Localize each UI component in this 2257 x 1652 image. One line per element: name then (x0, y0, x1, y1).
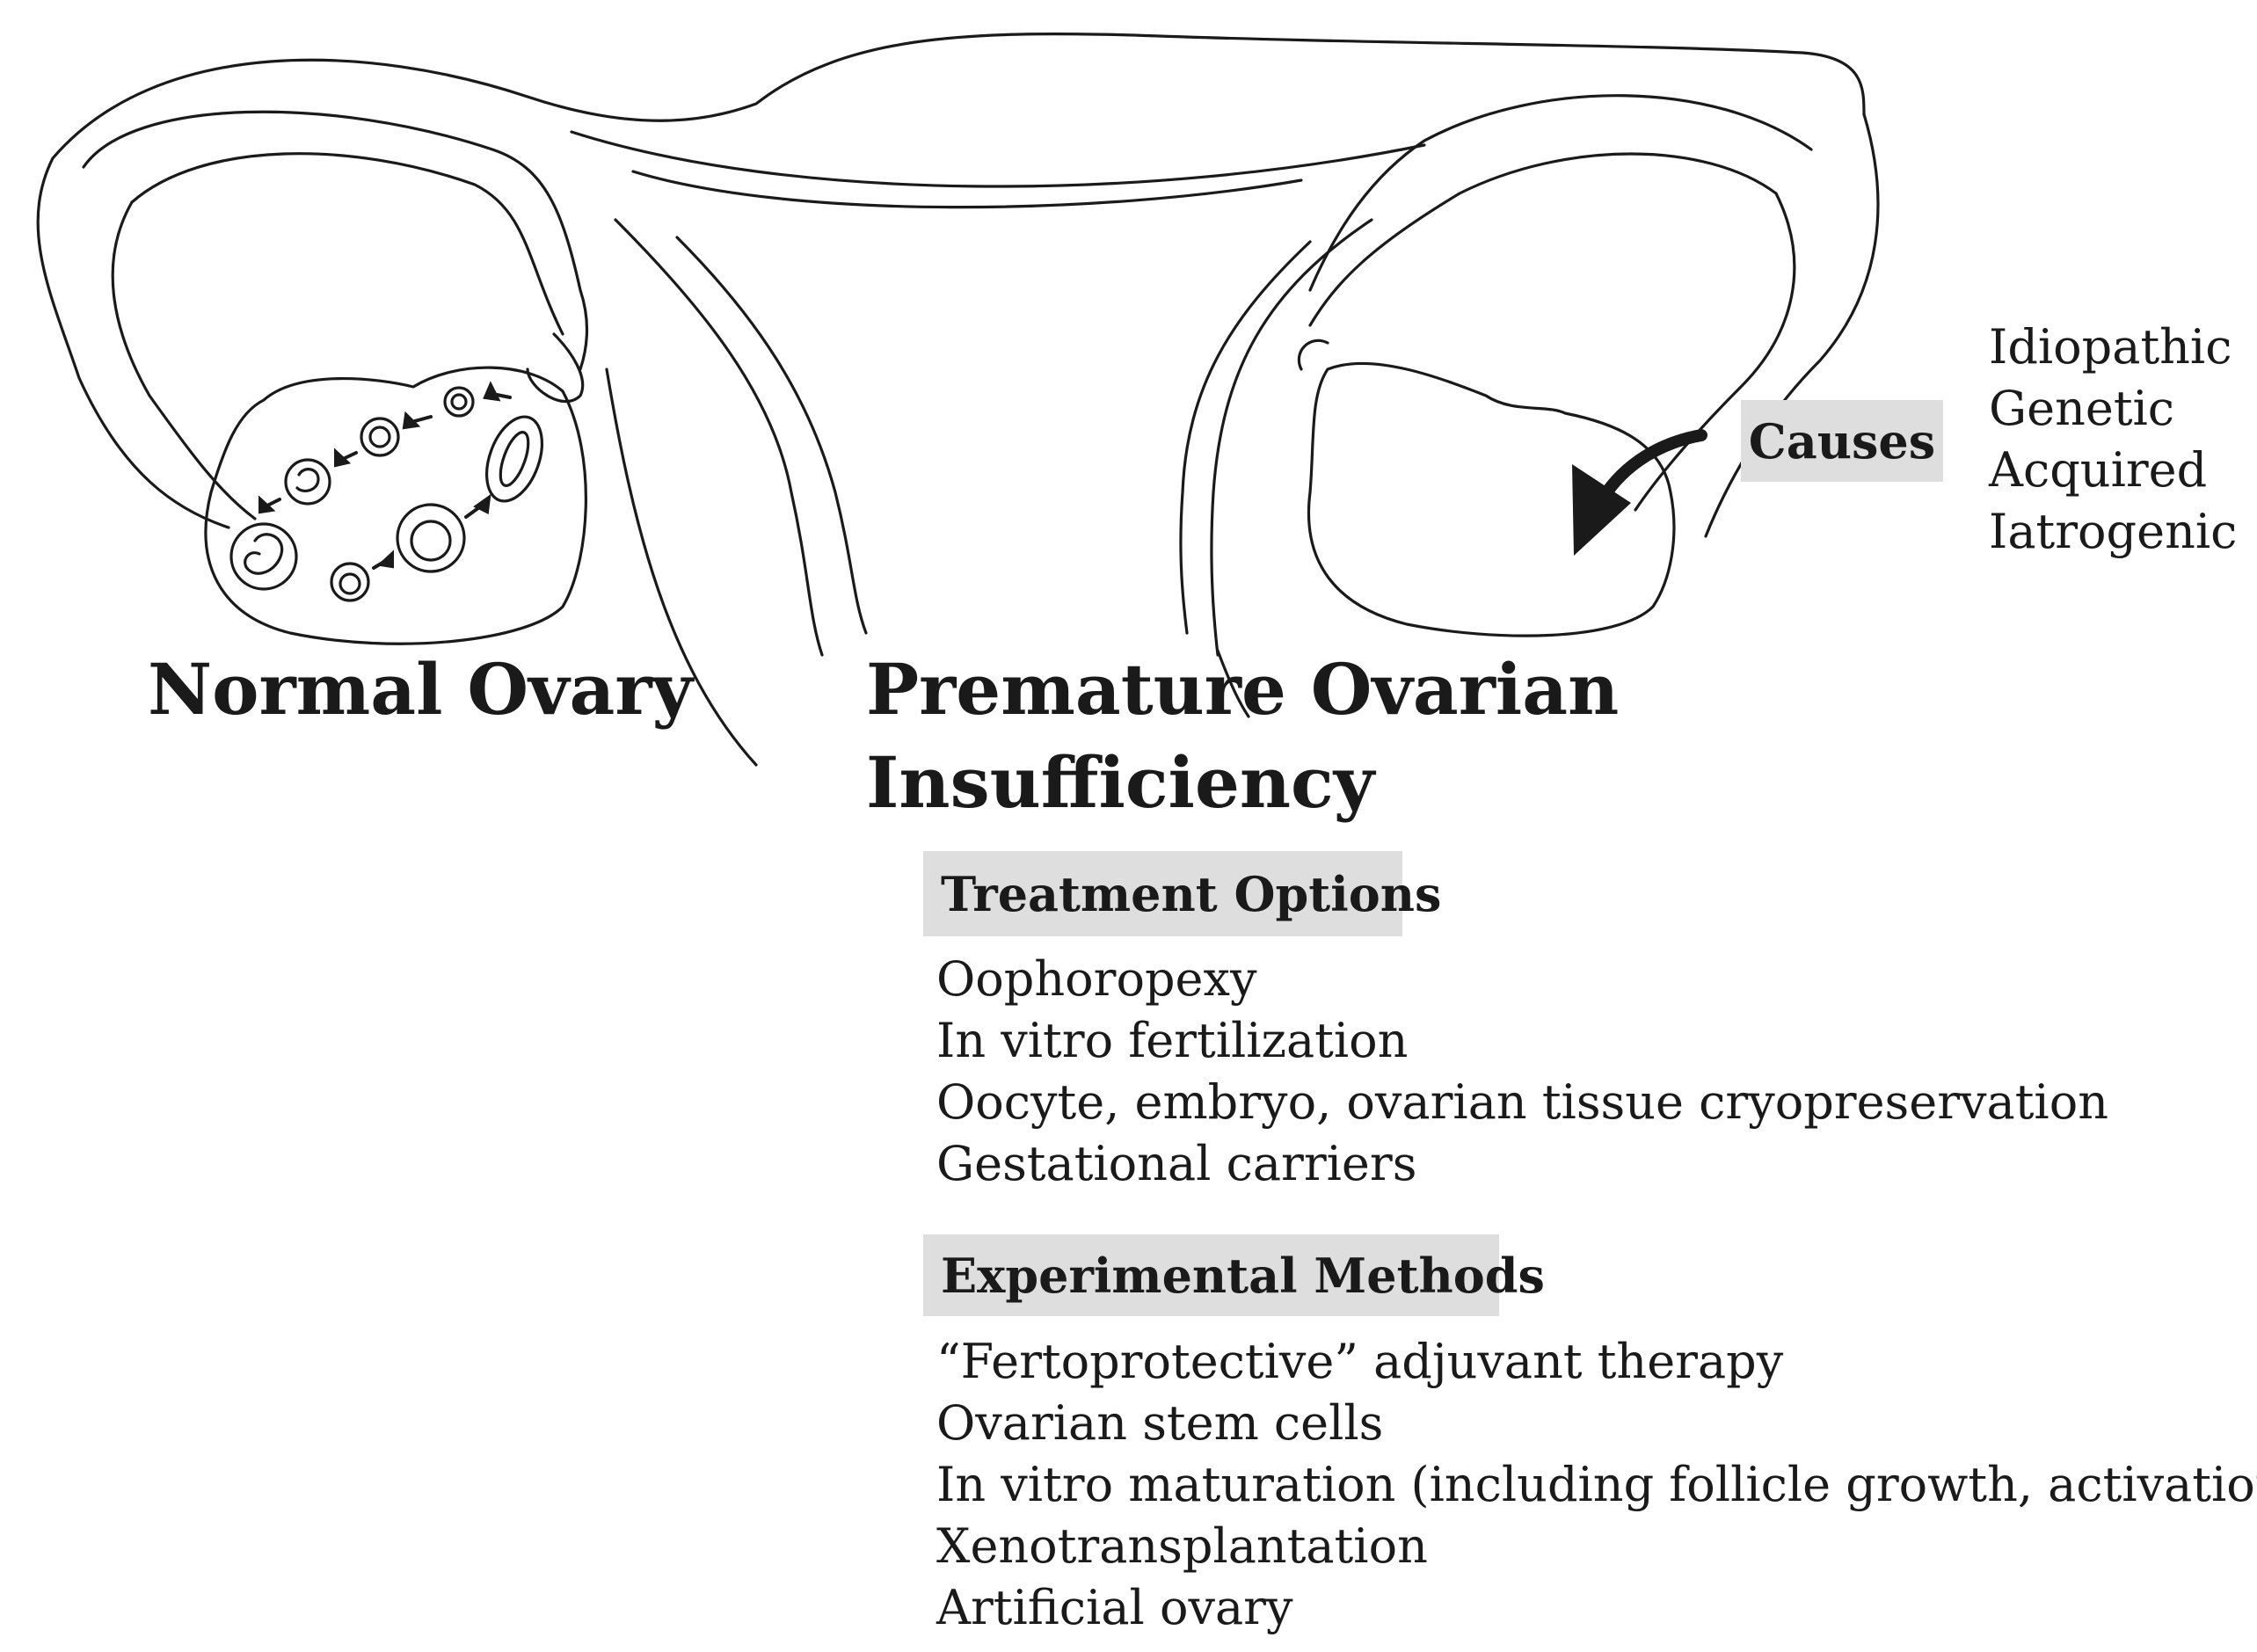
follicle-5 (330, 562, 370, 602)
cause-item: Idiopathic (1989, 319, 2232, 375)
experimental-item: Artificial ovary (936, 1580, 1293, 1635)
vagina-left (605, 368, 758, 767)
arrow-b-head (402, 411, 421, 430)
treatment-item: In vitro fertilization (936, 1013, 1409, 1068)
arrow-e-head (376, 549, 394, 569)
follicle-4 (229, 522, 298, 591)
arrow-a-head (483, 381, 501, 402)
causes-arrow-head (1572, 464, 1631, 556)
right-tube-outer (1704, 113, 1880, 538)
experimental-item: In vitro maturation (including follicle … (936, 1457, 2257, 1512)
poi-label-line2: Insufficiency (866, 741, 1375, 824)
treatment-options-list: Oophoropexy In vitro fertilization Oocyt… (936, 949, 2108, 1195)
uterus-left-side (614, 218, 824, 657)
cause-item: Iatrogenic (1989, 504, 2238, 559)
treatment-item: Oocyte, embryo, ovarian tissue cryoprese… (936, 1074, 2108, 1130)
follicle-2 (360, 417, 400, 457)
left-tube-inner2 (111, 200, 257, 520)
experimental-item: Xenotransplantation (936, 1518, 1428, 1574)
causes-box: Causes (1741, 400, 1943, 482)
follicle-1 (443, 386, 475, 418)
poi-ovary-outline (1307, 361, 1676, 637)
arrow-d-head (258, 495, 276, 514)
normal-ovary-label: Normal Ovary (148, 648, 693, 731)
follicle-6-inner (410, 520, 452, 562)
right-tube-inner (1308, 152, 1778, 327)
left-tube-inner (130, 152, 564, 336)
follicle-4-cavity (244, 533, 284, 575)
poi-label-line1: Premature Ovarian (866, 648, 1620, 731)
left-tube-mid (82, 110, 589, 371)
follicle-2-inner (368, 426, 391, 448)
causes-heading: Causes (1748, 412, 1936, 469)
corpus-luteum-inner (499, 431, 530, 487)
left-tube-outer (36, 156, 230, 529)
follicle-5-inner (339, 572, 361, 595)
corpus-luteum (485, 415, 543, 503)
normal-ovary-outline (204, 366, 587, 645)
cause-item: Genetic (1989, 381, 2175, 436)
follicle-3-cavity (295, 468, 320, 492)
causes-list: Idiopathic Genetic Acquired Iatrogenic (1989, 317, 2237, 563)
arrow-f-head (473, 493, 491, 515)
uterus-left-side2 (675, 236, 868, 635)
uterus-fundus-inner (570, 130, 1426, 188)
treatment-item: Oophoropexy (936, 951, 1257, 1007)
experimental-methods-box: Experimental Methods (923, 1234, 1545, 1316)
uterus-fundus-outer (51, 33, 1866, 160)
uterus-right-side (1210, 218, 1373, 657)
treatment-options-box: Treatment Options (923, 851, 1441, 936)
uterus-right-side2 (1179, 240, 1312, 635)
experimental-item: “Fertoprotective” adjuvant therapy (936, 1334, 1784, 1389)
follicle-1-inner (450, 393, 468, 411)
experimental-methods-heading: Experimental Methods (941, 1247, 1545, 1304)
treatment-item: Gestational carriers (936, 1136, 1417, 1191)
vagina-right (1216, 649, 1250, 718)
arrow-c-head (334, 448, 352, 468)
right-tube-mid (1308, 94, 1813, 292)
left-ligament (526, 332, 585, 404)
cause-item: Acquired (1989, 442, 2208, 498)
follicle-6 (396, 503, 466, 573)
follicle-3 (284, 458, 331, 506)
uterus-fundus-inner2 (631, 170, 1303, 209)
right-tube-inner2 (1634, 192, 1796, 512)
experimental-item: Ovarian stem cells (936, 1395, 1384, 1451)
experimental-methods-list: “Fertoprotective” adjuvant therapy Ovari… (936, 1331, 2257, 1639)
treatment-options-heading: Treatment Options (941, 865, 1442, 922)
right-ligament (1297, 338, 1329, 371)
